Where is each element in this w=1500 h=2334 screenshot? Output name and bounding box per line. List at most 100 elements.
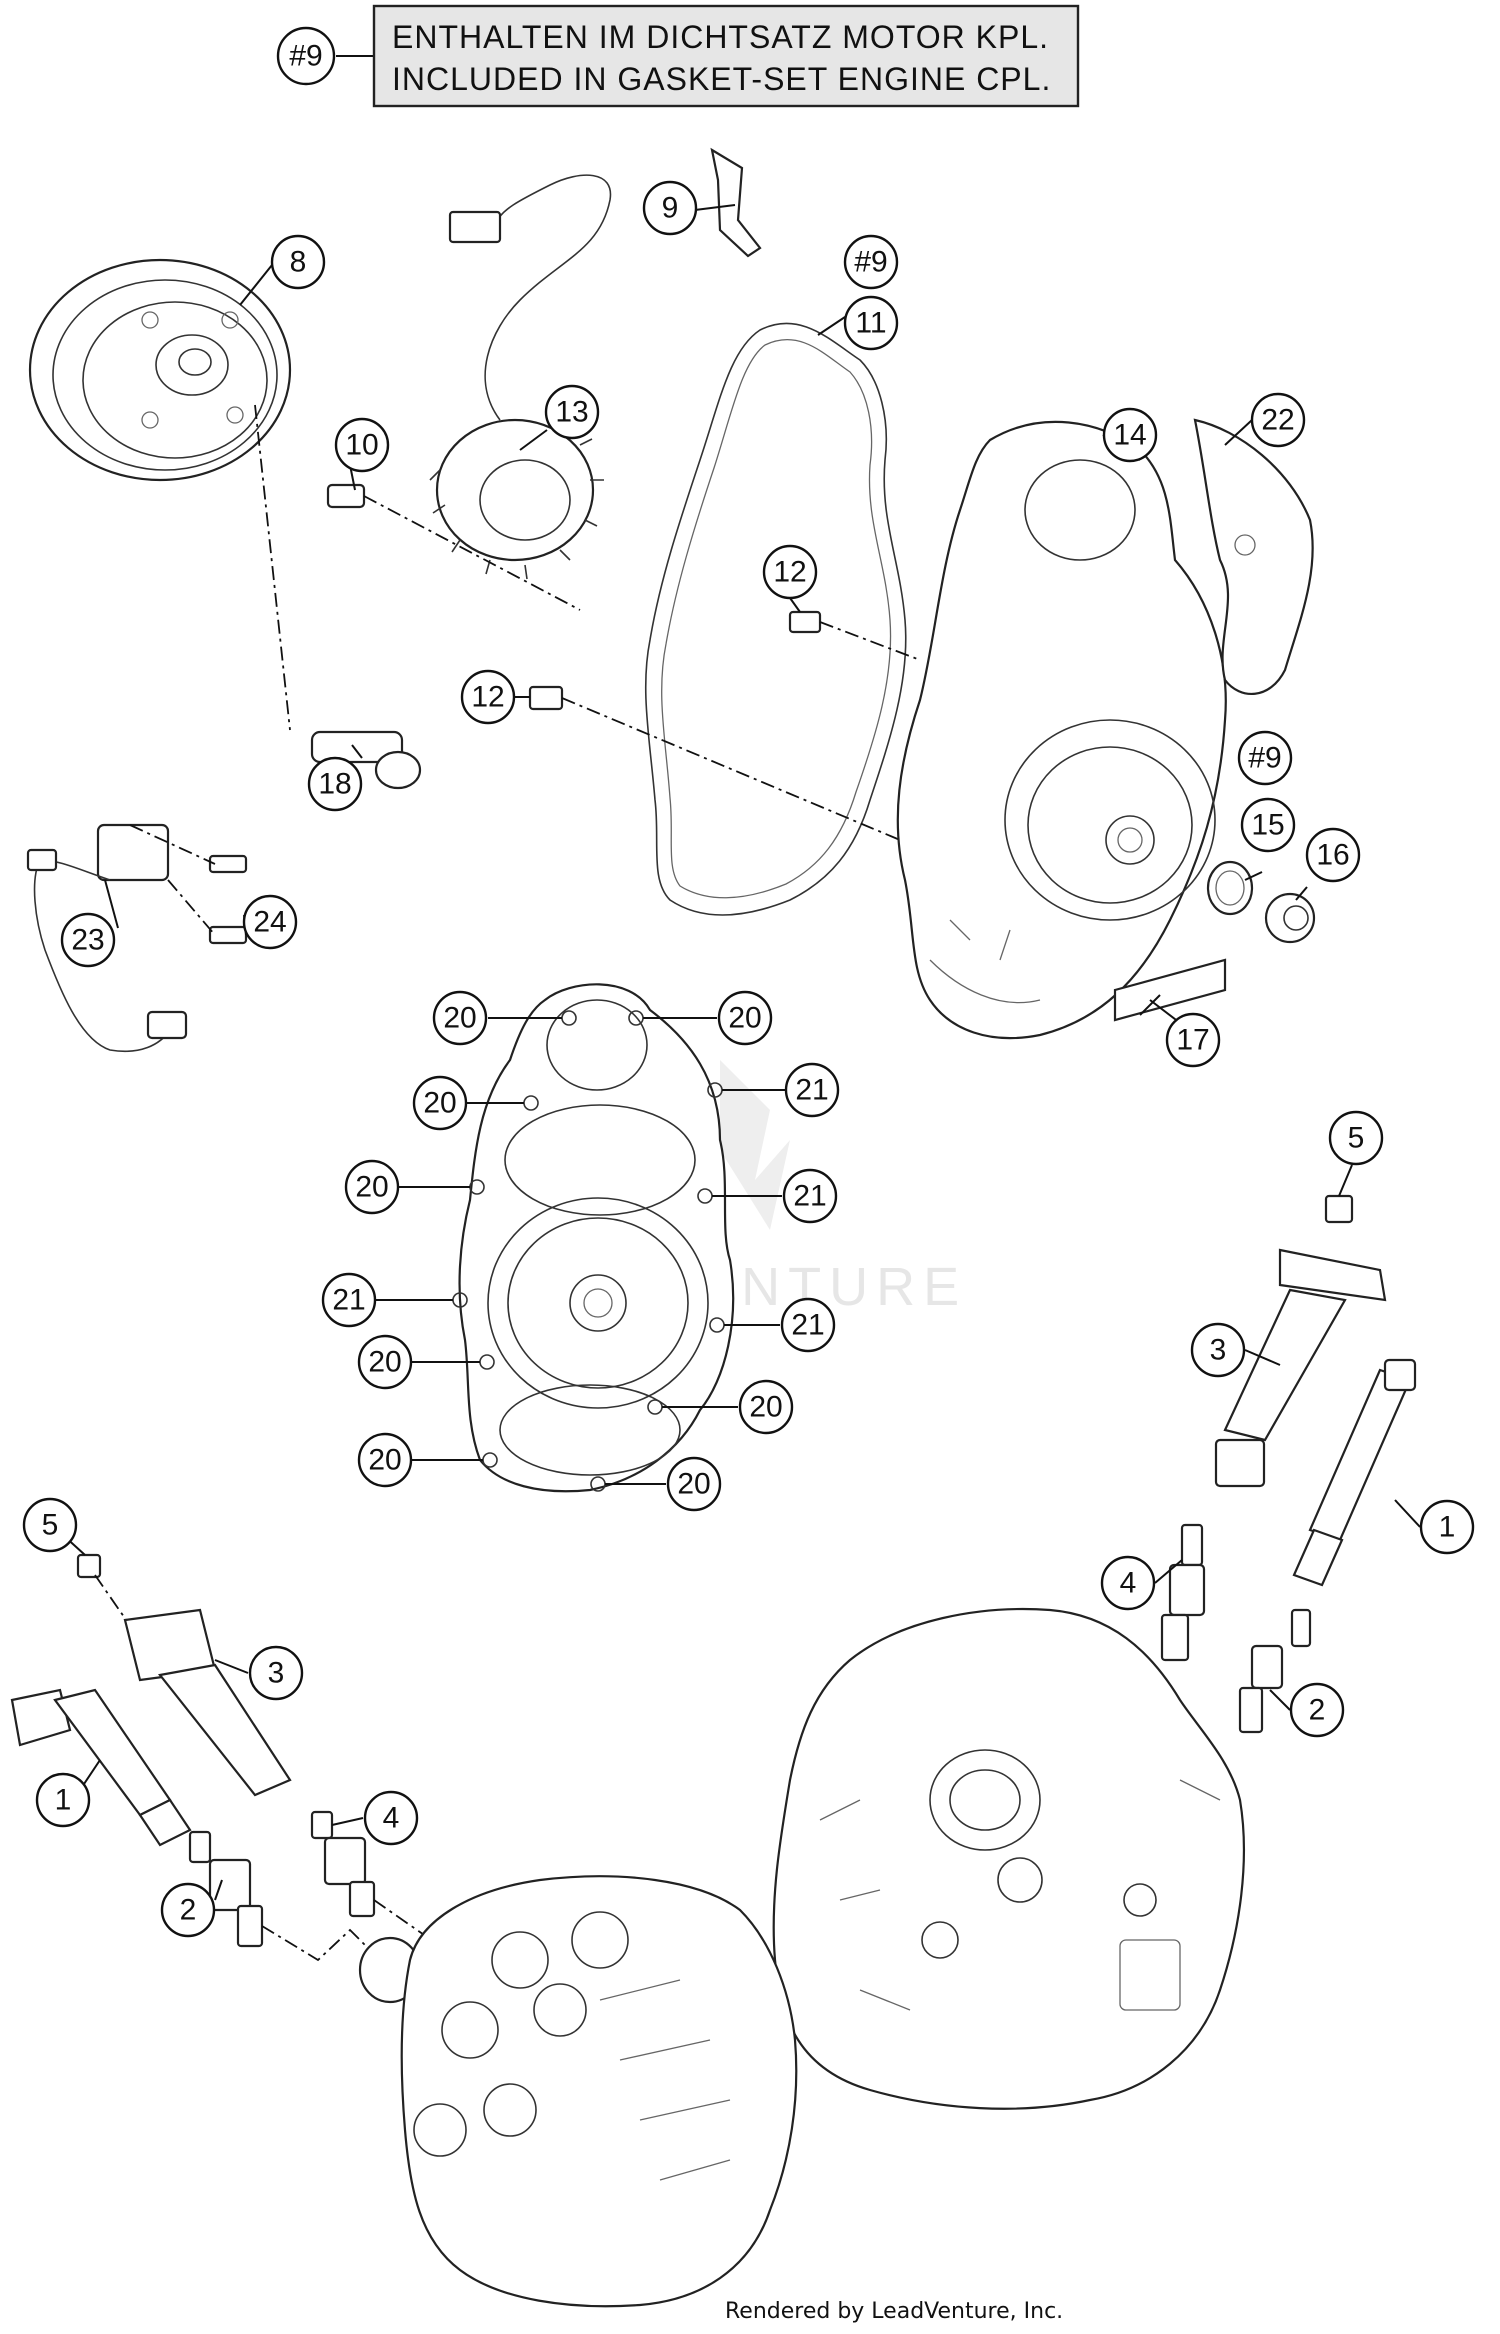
clip [710, 147, 762, 258]
svg-text:24: 24 [253, 906, 286, 939]
svg-text:23: 23 [71, 924, 104, 957]
svg-text:5: 5 [1348, 1122, 1365, 1155]
svg-text:13: 13 [555, 396, 588, 429]
callout-9-ref-mid: #9 [1237, 730, 1293, 786]
callout-1-right: 1 [1419, 1499, 1475, 1555]
svg-text:20: 20 [423, 1087, 456, 1120]
callout-2-right: 2 [1289, 1682, 1345, 1738]
callout-18: 18 [307, 756, 363, 812]
callout-3-left: 3 [248, 1645, 304, 1701]
callout-21-mid-right: 21 [782, 1168, 838, 1224]
note-box [372, 4, 1080, 108]
svg-text:4: 4 [383, 1802, 400, 1835]
callout-labels: 9 8 #9 11 13 10 14 22 12 12 18 #9 15 16 … [22, 180, 1475, 1938]
svg-text:20: 20 [368, 1444, 401, 1477]
svg-text:9: 9 [662, 192, 679, 225]
callout-20-bottom-left: 20 [357, 1432, 413, 1488]
ignition-coil-left-3 [76, 1553, 292, 1797]
note-line-english: INCLUDED IN GASKET-SET ENGINE CPL. [392, 61, 1051, 97]
callout-9: 9 [642, 180, 698, 236]
generator-cover [896, 420, 1227, 1040]
stick-coil-right-1 [1292, 1358, 1417, 1587]
gasket-set-note: #9 ENTHALTEN IM DICHTSATZ MOTOR KPL. INC… [276, 4, 1080, 108]
rendered-by-credit: Rendered by LeadVenture, Inc. [725, 2299, 1063, 2324]
svg-text:22: 22 [1261, 404, 1294, 437]
callout-12-upper: 12 [762, 544, 818, 600]
callout-24: 24 [242, 894, 298, 950]
cover-gasket [644, 322, 907, 916]
cylinder-head-rear [772, 1607, 1246, 2110]
svg-text:20: 20 [355, 1171, 388, 1204]
svg-text:16: 16 [1316, 839, 1349, 872]
callout-5-left: 5 [22, 1497, 78, 1553]
svg-text:21: 21 [332, 1284, 365, 1317]
screw-plug [1264, 892, 1316, 944]
cover-screws [528, 610, 921, 841]
callout-14: 14 [1102, 407, 1158, 463]
svg-text:18: 18 [318, 768, 351, 801]
svg-text:21: 21 [795, 1074, 828, 1107]
callout-12-lower: 12 [460, 669, 516, 725]
generator-cover-front-view [452, 983, 735, 1493]
callout-21-left: 21 [321, 1272, 377, 1328]
callout-15: 15 [1240, 797, 1296, 853]
callout-2-left: 2 [160, 1882, 216, 1938]
cylinder-head-front [358, 1875, 798, 2308]
svg-text:20: 20 [368, 1346, 401, 1379]
svg-text:10: 10 [345, 429, 378, 462]
callout-4-right: 4 [1100, 1555, 1156, 1611]
svg-text:20: 20 [749, 1391, 782, 1424]
svg-text:3: 3 [1210, 1334, 1227, 1367]
callout-1-left: 1 [35, 1772, 91, 1828]
svg-text:12: 12 [773, 556, 806, 589]
callout-20-bottom-right: 20 [666, 1456, 722, 1512]
callout-9-ref-top: #9 [843, 234, 899, 290]
callout-3-right: 3 [1190, 1322, 1246, 1378]
svg-text:20: 20 [677, 1468, 710, 1501]
flywheel-bolt [254, 404, 422, 790]
stator [429, 174, 612, 580]
callout-20-top-left: 20 [432, 990, 488, 1046]
svg-text:11: 11 [855, 307, 886, 340]
callout-16: 16 [1305, 827, 1361, 883]
spark-plug-left-2 [188, 1830, 381, 1962]
svg-text:20: 20 [728, 1002, 761, 1035]
note-ref-circle [276, 26, 336, 86]
callout-20-upper-left: 20 [412, 1075, 468, 1131]
note-line-german: ENTHALTEN IM DICHTSATZ MOTOR KPL. [392, 19, 1049, 55]
svg-text:21: 21 [793, 1180, 826, 1213]
svg-text:3: 3 [268, 1657, 285, 1690]
callout-20-mid-left: 20 [344, 1159, 400, 1215]
callout-22: 22 [1250, 392, 1306, 448]
stick-coil-left-1 [10, 1688, 192, 1847]
svg-text:1: 1 [1439, 1511, 1456, 1544]
callout-10: 10 [334, 417, 390, 473]
svg-text:#9: #9 [854, 246, 887, 279]
ignition-coil-right-3 [1214, 1194, 1387, 1488]
pickup-sensor [26, 823, 248, 1053]
flywheel-rotor [28, 258, 292, 482]
spark-plug-right-2 [1238, 1608, 1312, 1734]
cover-plate [1193, 418, 1314, 695]
callout-21-upper-right: 21 [784, 1062, 840, 1118]
svg-text:20: 20 [443, 1002, 476, 1035]
svg-text:#9: #9 [1248, 742, 1281, 775]
callout-4-left: 4 [363, 1790, 419, 1846]
svg-text:21: 21 [791, 1309, 824, 1342]
note-ref-label: #9 [289, 40, 322, 73]
svg-text:14: 14 [1113, 419, 1146, 452]
callout-13: 13 [544, 384, 600, 440]
svg-text:15: 15 [1251, 809, 1284, 842]
o-ring [1206, 860, 1254, 916]
spark-plug-right-4 [1160, 1523, 1206, 1662]
callout-5-right: 5 [1328, 1110, 1384, 1166]
callout-20-lower-right: 20 [738, 1379, 794, 1435]
callout-17: 17 [1165, 1012, 1221, 1068]
callout-23: 23 [60, 912, 116, 968]
svg-text:5: 5 [42, 1509, 59, 1542]
svg-text:2: 2 [180, 1894, 197, 1927]
callout-8: 8 [270, 234, 326, 290]
svg-text:8: 8 [290, 246, 307, 279]
svg-text:17: 17 [1176, 1024, 1209, 1057]
